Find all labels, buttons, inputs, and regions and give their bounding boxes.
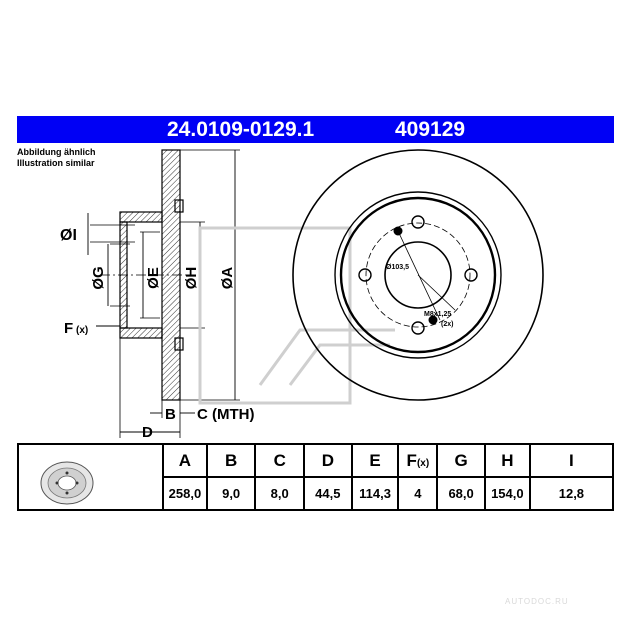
header-row: A B C D E F(x) G H I	[162, 445, 612, 478]
header-F: F(x)	[397, 445, 438, 478]
hat-outer-edge	[339, 196, 497, 354]
header-I: I	[528, 445, 612, 478]
header-F-letter: F	[406, 450, 417, 470]
part-number: 24.0109-0129.1	[167, 118, 315, 141]
title-bar: 24.0109-0129.1 409129	[17, 116, 614, 143]
value-D: 44,5	[302, 477, 352, 509]
header-F-sub: (x)	[416, 457, 430, 469]
header-C: C	[254, 445, 304, 478]
label-B: B	[165, 406, 176, 423]
value-H: 154,0	[483, 477, 530, 509]
value-row: 258,0 9,0 8,0 44,5 114,3 4 68,0 154,0 12…	[162, 477, 612, 509]
value-E: 114,3	[350, 477, 399, 509]
watermark: AUTODOC.RU	[505, 597, 569, 606]
label-I: ØI	[60, 227, 77, 244]
vent-top	[174, 199, 184, 213]
header-G: G	[436, 445, 485, 478]
value-A: 258,0	[162, 477, 207, 509]
label-D: D	[142, 424, 153, 440]
thread-label: M8x1,25	[424, 311, 451, 318]
bolt-hole-bottom	[411, 321, 425, 335]
hat-flange-top	[119, 211, 163, 223]
ate-logo-watermark	[198, 226, 395, 405]
front-view	[198, 149, 544, 405]
vent-bottom	[174, 337, 184, 351]
value-B: 9,0	[205, 477, 256, 509]
label-A: ØA	[219, 267, 236, 290]
label-G: ØG	[90, 266, 107, 289]
header-B: B	[205, 445, 256, 478]
header-H: H	[483, 445, 530, 478]
pcd-label: Ø103,5	[386, 264, 409, 271]
value-C: 8,0	[254, 477, 304, 509]
friction-inner-edge	[334, 191, 502, 359]
label-F: F	[64, 320, 73, 337]
label-H: ØH	[183, 267, 200, 290]
label-E: ØE	[145, 267, 162, 289]
header-A: A	[162, 445, 207, 478]
dimension-values: A B C D E F(x) G H I 258,0 9,0 8,0 44,5 …	[162, 445, 612, 509]
bolt-hole-left	[358, 268, 372, 282]
side-section-view	[87, 149, 240, 438]
header-E: E	[350, 445, 399, 478]
pcd-circle	[365, 222, 471, 328]
bolt-hole-right	[464, 268, 478, 282]
label-C: C (MTH)	[197, 406, 254, 423]
illustration-note: Abbildung ähnlich Illustration similar	[17, 147, 96, 169]
header-D: D	[302, 445, 352, 478]
value-G: 68,0	[436, 477, 485, 509]
disc-thumbnail	[19, 445, 164, 509]
hat-flange-bottom	[119, 327, 163, 339]
disc-thumbnail-icon	[40, 461, 94, 505]
thread-count-label: (2x)	[441, 321, 453, 328]
bolt-hole-top	[411, 215, 425, 229]
label-F-sub: (x)	[76, 325, 88, 336]
technical-drawing: ØI ØG ØE ØH ØA F (x) B C (MTH) D Ø103,5 …	[60, 149, 544, 440]
note-english: Illustration similar	[17, 158, 95, 168]
specification-table: A B C D E F(x) G H I 258,0 9,0 8,0 44,5 …	[17, 443, 614, 511]
value-F: 4	[397, 477, 438, 509]
article-code: 409129	[395, 118, 466, 141]
note-german: Abbildung ähnlich	[17, 147, 96, 157]
threaded-hole-bottom	[428, 315, 438, 325]
centre-bore	[384, 241, 452, 309]
disc-outer-edge	[292, 149, 544, 401]
value-I: 12,8	[528, 477, 612, 509]
